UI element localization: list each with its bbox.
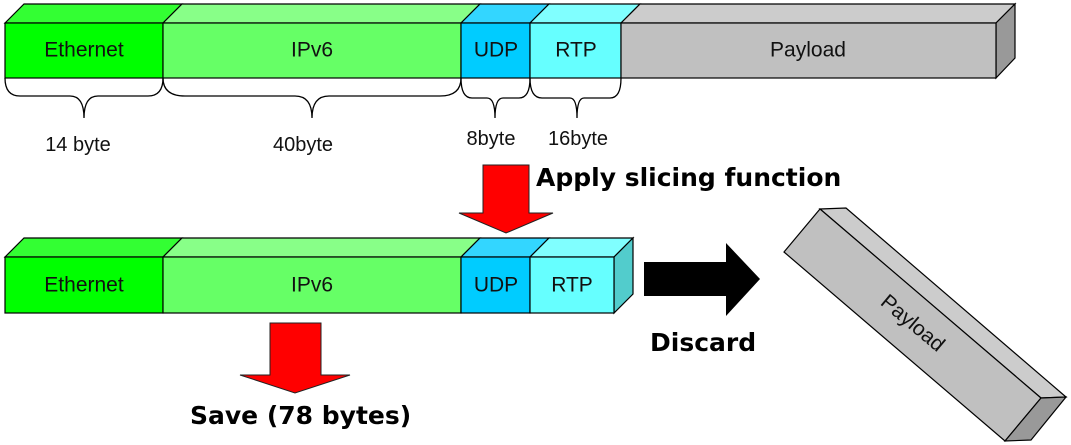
apply-arrow-icon [458, 164, 554, 234]
apply-slicing-label: Apply slicing function [536, 163, 841, 192]
ipv6-segment [162, 22, 462, 79]
ethernet-top-face [3, 3, 184, 24]
ethernet-brace [4, 77, 164, 119]
sliced-ipv6-segment [162, 256, 462, 314]
udp-size: 8byte [467, 128, 516, 150]
rtp-size: 16byte [548, 128, 608, 150]
rtp-label: RTP [555, 39, 597, 62]
original-packet: Ethernet IPv6 UDP RTP Payload [3, 2, 1017, 80]
discarded-payload: Payload [783, 207, 1068, 442]
ipv6-label: IPv6 [291, 39, 333, 62]
sliced-rtp-label: RTP [551, 274, 593, 297]
payload-top-face [619, 3, 1017, 24]
sliced-packet: Ethernet IPv6 UDP RTP [3, 236, 635, 315]
discarded-payload-end-face [1003, 396, 1068, 442]
ethernet-label: Ethernet [44, 39, 124, 62]
ethernet-segment [4, 22, 164, 79]
payload-label: Payload [770, 39, 846, 62]
sliced-udp-label: UDP [474, 274, 518, 297]
sliced-ipv6-top-face [161, 237, 482, 258]
ipv6-brace [162, 77, 462, 119]
sliced-rtp-segment [529, 256, 615, 314]
sliced-ethernet-segment [4, 256, 164, 314]
save-arrow-icon [239, 322, 351, 394]
discard-label: Discard [650, 328, 756, 357]
save-label: Save (78 bytes) [190, 401, 411, 430]
ethernet-size: 14 byte [45, 134, 111, 156]
discard-arrow-icon [644, 243, 760, 316]
ipv6-size: 40byte [273, 134, 333, 156]
payload-segment [620, 22, 997, 79]
ipv6-top-face [161, 3, 482, 24]
sliced-ipv6-label: IPv6 [291, 274, 333, 297]
sliced-udp-segment [460, 256, 531, 314]
sliced-ethernet-top-face [3, 237, 184, 258]
rtp-brace [529, 77, 622, 119]
size-braces: 14 byte 40byte 8byte 16byte [4, 77, 622, 156]
udp-brace [460, 77, 531, 119]
sliced-ethernet-label: Ethernet [44, 274, 124, 297]
udp-label: UDP [474, 39, 518, 62]
